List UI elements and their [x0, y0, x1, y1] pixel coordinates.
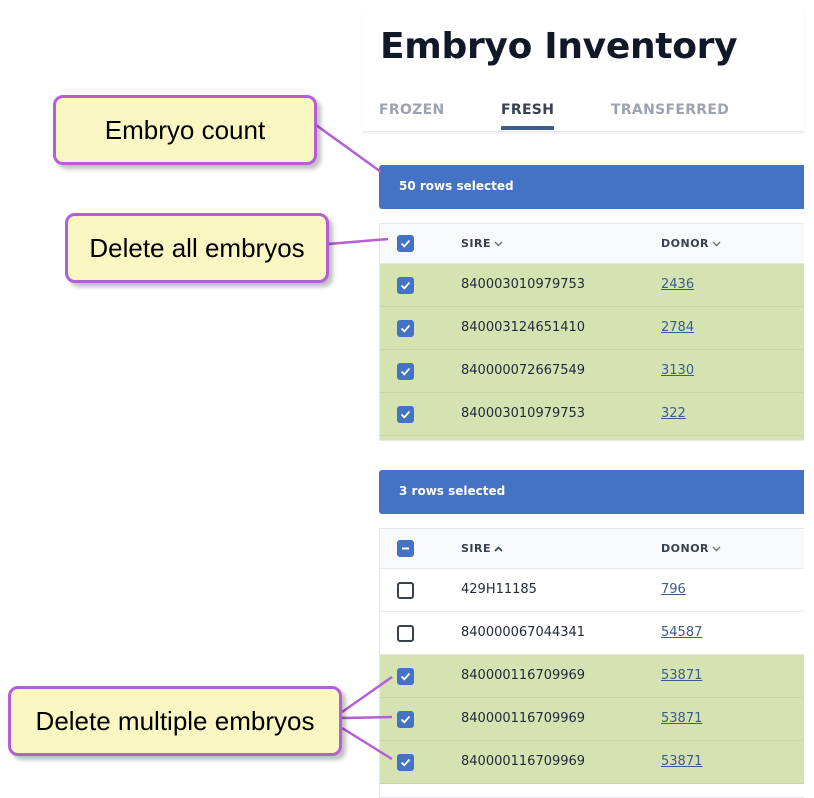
- select-all-checkbox[interactable]: [397, 540, 414, 557]
- table-row[interactable]: 840003010979753 322: [380, 393, 804, 436]
- row-checkbox[interactable]: [397, 582, 414, 599]
- selection-count: 50 rows selected: [399, 179, 514, 193]
- sire-cell: 840000072667549: [461, 363, 586, 378]
- table-row[interactable]: 840000116709969 53871: [380, 655, 804, 698]
- donor-link[interactable]: 322: [661, 406, 686, 421]
- callout-label: Delete multiple embryos: [35, 705, 315, 736]
- table-row[interactable]: 840003124651410 2784: [380, 307, 804, 350]
- sire-cell: 840000116709969: [461, 711, 586, 726]
- donor-column-header[interactable]: DONOR: [661, 542, 721, 555]
- sire-column-header[interactable]: SIRE: [461, 237, 503, 250]
- check-icon: [400, 410, 411, 419]
- donor-link[interactable]: 2784: [661, 320, 695, 335]
- chevron-down-icon: [712, 241, 721, 247]
- sire-header-label: SIRE: [461, 237, 491, 250]
- check-icon: [400, 324, 411, 333]
- donor-link[interactable]: 796: [661, 582, 686, 597]
- sire-cell: 429H11185: [461, 582, 537, 597]
- selection-bar: 50 rows selected: [379, 165, 804, 209]
- table-row[interactable]: [380, 436, 804, 440]
- chevron-up-icon: [494, 546, 503, 552]
- check-icon: [400, 239, 411, 248]
- check-icon: [400, 367, 411, 376]
- donor-column-header[interactable]: DONOR: [661, 237, 721, 250]
- row-checkbox[interactable]: [397, 711, 414, 728]
- chevron-down-icon: [494, 241, 503, 247]
- table-header: SIRE DONOR: [380, 529, 804, 569]
- sire-cell: 840003124651410: [461, 320, 586, 335]
- donor-header-label: DONOR: [661, 237, 710, 250]
- sire-cell: 840003010979753: [461, 406, 586, 421]
- selection-bar: 3 rows selected: [379, 470, 804, 514]
- check-icon: [400, 281, 411, 290]
- donor-link[interactable]: 54587: [661, 625, 703, 640]
- callout-label: Delete all embryos: [89, 232, 305, 263]
- chevron-down-icon: [712, 546, 721, 552]
- pointer-line: [315, 123, 382, 174]
- sire-cell: 840003010979753: [461, 277, 586, 292]
- table-row[interactable]: 840000116709969 53871: [380, 698, 804, 741]
- check-icon: [400, 672, 411, 681]
- row-checkbox[interactable]: [397, 320, 414, 337]
- donor-link[interactable]: 53871: [661, 711, 703, 726]
- donor-link[interactable]: 53871: [661, 754, 703, 769]
- donor-header-label: DONOR: [661, 542, 710, 555]
- app-header: Embryo Inventory FROZEN FRESH TRANSFERRE…: [363, 10, 804, 132]
- row-checkbox[interactable]: [397, 625, 414, 642]
- callout-delete-all: Delete all embryos: [65, 213, 329, 283]
- donor-link[interactable]: 53871: [661, 668, 703, 683]
- select-all-checkbox[interactable]: [397, 235, 414, 252]
- row-checkbox[interactable]: [397, 406, 414, 423]
- tab-fresh[interactable]: FRESH: [501, 102, 555, 130]
- tab-frozen[interactable]: FROZEN: [379, 102, 445, 118]
- page-title: Embryo Inventory: [380, 26, 738, 67]
- callout-label: Embryo count: [104, 114, 266, 145]
- sire-cell: 840000067044341: [461, 625, 586, 640]
- row-checkbox[interactable]: [397, 754, 414, 771]
- check-icon: [400, 715, 411, 724]
- callout-embryo-count: Embryo count: [53, 95, 317, 165]
- check-icon: [400, 758, 411, 767]
- sire-cell: 840000116709969: [461, 754, 586, 769]
- minus-icon: [402, 547, 409, 550]
- table-row[interactable]: 840000116709969 53871: [380, 741, 804, 784]
- donor-link[interactable]: 2436: [661, 277, 695, 292]
- table-header: SIRE DONOR: [380, 224, 804, 264]
- tab-transferred[interactable]: TRANSFERRED: [611, 102, 730, 118]
- table-row[interactable]: 429H11185 796: [380, 569, 804, 612]
- sire-column-header[interactable]: SIRE: [461, 542, 503, 555]
- row-checkbox[interactable]: [397, 363, 414, 380]
- sire-cell: 840000116709969: [461, 668, 586, 683]
- embryo-table: SIRE DONOR 429H11185 796 840000067044341…: [379, 528, 804, 798]
- callout-delete-multiple: Delete multiple embryos: [8, 686, 342, 756]
- donor-link[interactable]: 3130: [661, 363, 695, 378]
- table-row[interactable]: 840000067044341 54587: [380, 612, 804, 655]
- sire-header-label: SIRE: [461, 542, 491, 555]
- selection-count: 3 rows selected: [399, 484, 506, 498]
- embryo-table: SIRE DONOR 840003010979753 2436 84000312…: [379, 223, 804, 441]
- table-row[interactable]: 840000072667549 3130: [380, 350, 804, 393]
- row-checkbox[interactable]: [397, 277, 414, 294]
- table-row[interactable]: 840003010979753 2436: [380, 264, 804, 307]
- row-checkbox[interactable]: [397, 668, 414, 685]
